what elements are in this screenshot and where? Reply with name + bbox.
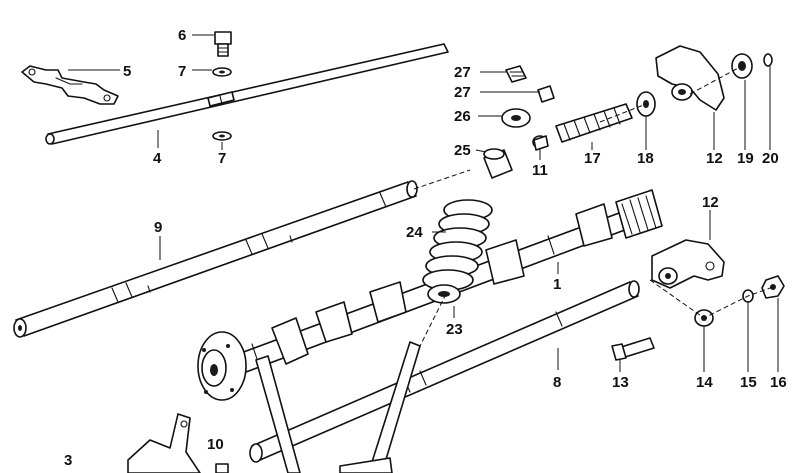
pin-part-11 — [532, 135, 549, 151]
callout-25: 25 — [454, 142, 471, 159]
nut-part-16 — [761, 275, 785, 299]
callout-13: 13 — [612, 374, 629, 391]
washer-part-7-top — [212, 67, 232, 77]
callout-8: 8 — [553, 374, 561, 391]
valve-guide-part-25 — [483, 148, 513, 179]
callout-6: 6 — [178, 27, 186, 44]
callout-27-top: 27 — [454, 64, 471, 81]
rocker-arm-part-12-top — [655, 45, 725, 111]
callout-27-bottom: 27 — [454, 84, 471, 101]
rod-part-4 — [45, 43, 449, 145]
callout-1: 1 — [553, 276, 561, 293]
callout-12-top: 12 — [706, 150, 723, 167]
callout-18: 18 — [637, 150, 654, 167]
bolt-part-10 — [215, 463, 229, 473]
callout-9: 9 — [154, 219, 162, 236]
callout-23: 23 — [446, 321, 463, 338]
bolt-part-13 — [611, 337, 655, 361]
callout-14: 14 — [696, 374, 713, 391]
valve-stem-right — [339, 341, 421, 473]
callout-7-top: 7 — [178, 63, 186, 80]
callout-20: 20 — [762, 150, 779, 167]
bolt-part-6 — [214, 31, 232, 57]
callout-10: 10 — [207, 436, 224, 453]
rocker-arm-part-12-lower — [651, 239, 725, 289]
callout-19: 19 — [737, 150, 754, 167]
callout-4: 4 — [153, 150, 162, 167]
bracket-part-5 — [21, 65, 119, 105]
rocker-shaft-part-9 — [13, 180, 418, 338]
washer-part-7-bottom — [212, 131, 232, 141]
callout-5: 5 — [123, 63, 131, 80]
rocker-shaft-part-8 — [249, 280, 640, 463]
callout-3: 3 — [64, 452, 72, 469]
spring-seat-part-23 — [427, 284, 461, 304]
callout-26: 26 — [454, 108, 471, 125]
valve-keeper-part-27-a — [505, 65, 527, 83]
callout-7-bottom: 7 — [218, 150, 226, 167]
callout-11: 11 — [532, 162, 548, 179]
callout-12-lower: 12 — [702, 194, 719, 211]
leader-lines — [68, 34, 779, 372]
callout-16: 16 — [770, 374, 787, 391]
callout-24: 24 — [406, 224, 423, 241]
callout-labels: 5 6 7 4 7 9 27 27 26 25 24 23 11 17 18 1… — [64, 27, 787, 469]
retainer-part-26 — [501, 108, 531, 128]
valve-keeper-part-27-b — [537, 85, 555, 103]
valve-spring-part-24 — [422, 199, 493, 291]
valve-stem-left — [255, 355, 301, 473]
callout-15: 15 — [740, 374, 757, 391]
bracket-part-3 — [127, 413, 201, 473]
spring-part-17 — [555, 103, 633, 143]
callout-17: 17 — [584, 150, 601, 167]
clip-part-20 — [763, 53, 773, 67]
